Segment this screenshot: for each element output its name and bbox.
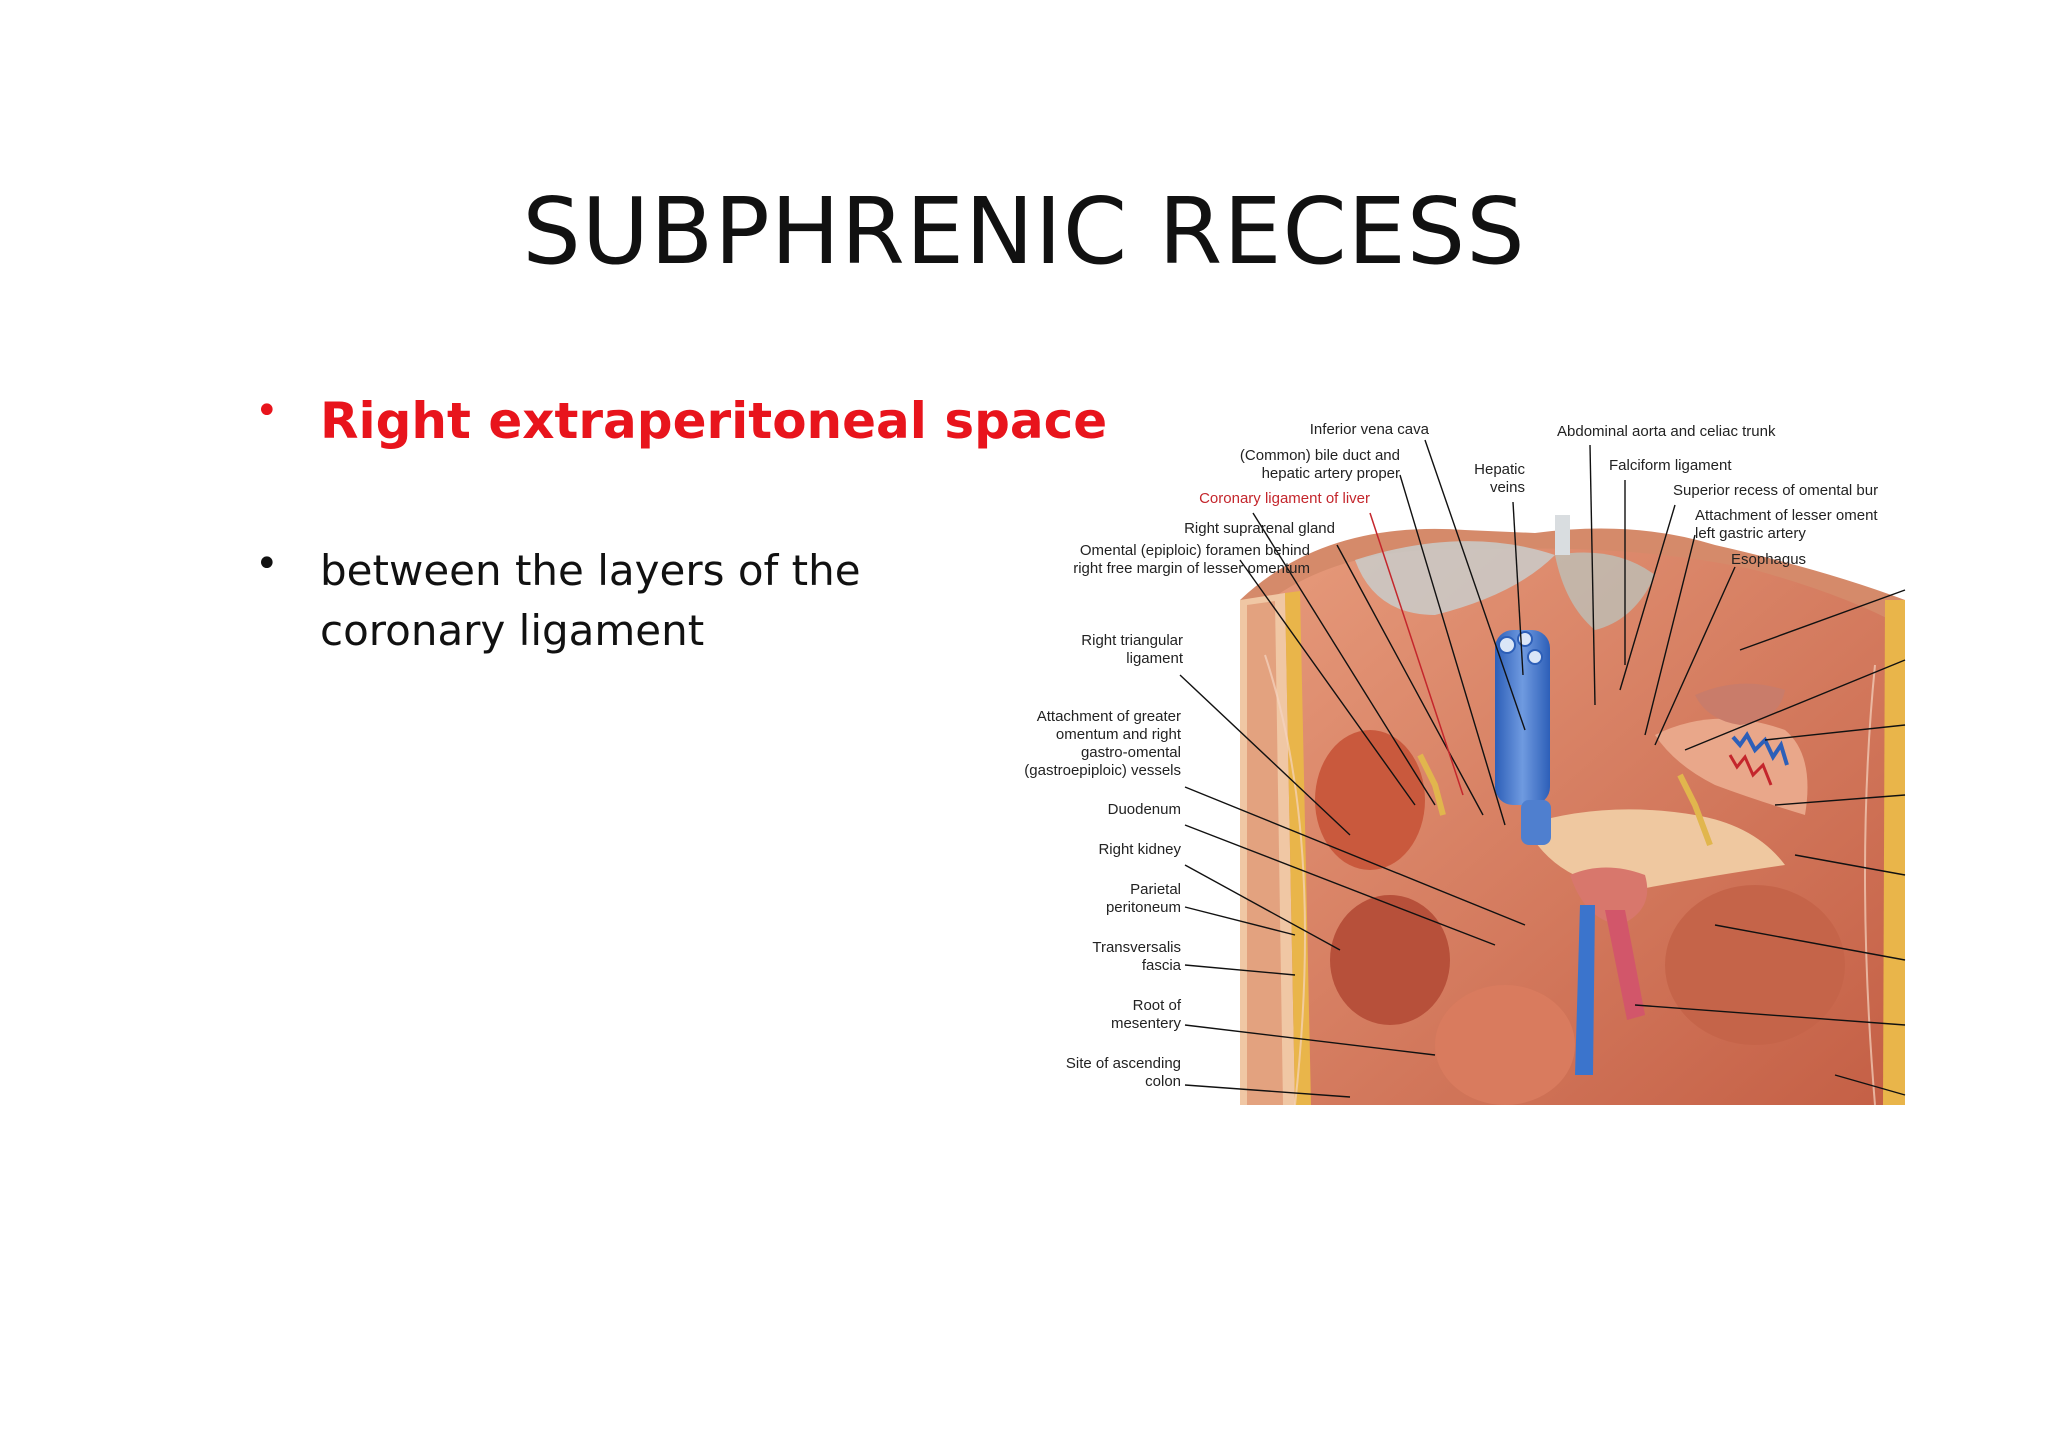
label-hepatic-veins-line-1: Hepatic <box>1474 461 1525 478</box>
label-bile-duct-line-2: hepatic artery proper <box>1262 465 1400 482</box>
label-abdominal-aorta: Abdominal aorta and celiac trunk <box>1557 423 1776 440</box>
label-greater-omentum-line-2: omentum and right <box>1056 726 1182 743</box>
bullet-marker: • <box>255 388 279 434</box>
figure-labels-top: Inferior vena cava (Common) bile duct an… <box>1073 421 1878 577</box>
label-parietal-peritoneum-line-2: peritoneum <box>1106 899 1181 916</box>
label-esophagus: Esophagus <box>1731 551 1806 568</box>
bullet-marker: • <box>255 541 279 587</box>
anatomy-figure: Inferior vena cava (Common) bile duct an… <box>995 405 1920 1105</box>
bullet-text: Right extraperitoneal space <box>320 392 1108 450</box>
label-root-of-mesentery-line-1: Root of <box>1133 997 1182 1014</box>
label-superior-recess: Superior recess of omental bur <box>1673 482 1878 499</box>
label-greater-omentum-line-3: gastro-omental <box>1081 744 1181 761</box>
label-right-kidney: Right kidney <box>1098 841 1181 858</box>
label-right-triangular-line-1: Right triangular <box>1081 632 1183 649</box>
label-omental-foramen-line-1: Omental (epiploic) foramen behind <box>1080 542 1310 559</box>
label-root-of-mesentery-line-2: mesentery <box>1111 1015 1182 1032</box>
label-right-suprarenal-gland: Right suprarenal gland <box>1184 520 1335 537</box>
label-bile-duct-line-1: (Common) bile duct and <box>1240 447 1400 464</box>
label-ascending-colon-line-2: colon <box>1145 1073 1181 1090</box>
label-lesser-omentum-line-1: Attachment of lesser oment <box>1695 507 1878 524</box>
label-lesser-omentum-line-2: left gastric artery <box>1695 525 1806 542</box>
leader-lines <box>1179 439 1906 1098</box>
label-inferior-vena-cava: Inferior vena cava <box>1310 421 1430 438</box>
slide-title: SUBPHRENIC RECESS <box>522 178 1526 285</box>
label-parietal-peritoneum-line-1: Parietal <box>1130 881 1181 898</box>
label-falciform-ligament: Falciform ligament <box>1609 457 1732 474</box>
label-right-triangular-line-2: ligament <box>1126 650 1184 667</box>
label-transversalis-fascia-line-2: fascia <box>1142 957 1182 974</box>
label-omental-foramen-line-2: right free margin of lesser omentum <box>1073 560 1310 577</box>
label-greater-omentum-line-1: Attachment of greater <box>1037 708 1181 725</box>
figure-labels-left: Right triangular ligament Attachment of … <box>1024 632 1184 1090</box>
label-duodenum: Duodenum <box>1108 801 1181 818</box>
bullet-text-line-1: between the layers of the <box>320 546 861 595</box>
label-hepatic-veins-line-2: veins <box>1490 479 1525 496</box>
anatomy-illustration: Inferior vena cava (Common) bile duct an… <box>1024 421 1906 1105</box>
coronary-ligament-leader <box>1369 512 1464 796</box>
label-greater-omentum-line-4: (gastroepiploic) vessels <box>1024 762 1181 779</box>
label-transversalis-fascia-line-1: Transversalis <box>1092 939 1181 956</box>
label-coronary-ligament: Coronary ligament of liver <box>1199 490 1370 507</box>
abdominal-cavity-drawing <box>1240 515 1905 1105</box>
bullet-text: between the layers of the coronary ligam… <box>320 541 861 661</box>
bullet-text-line-2: coronary ligament <box>320 606 705 655</box>
label-ascending-colon-line-1: Site of ascending <box>1066 1055 1181 1072</box>
